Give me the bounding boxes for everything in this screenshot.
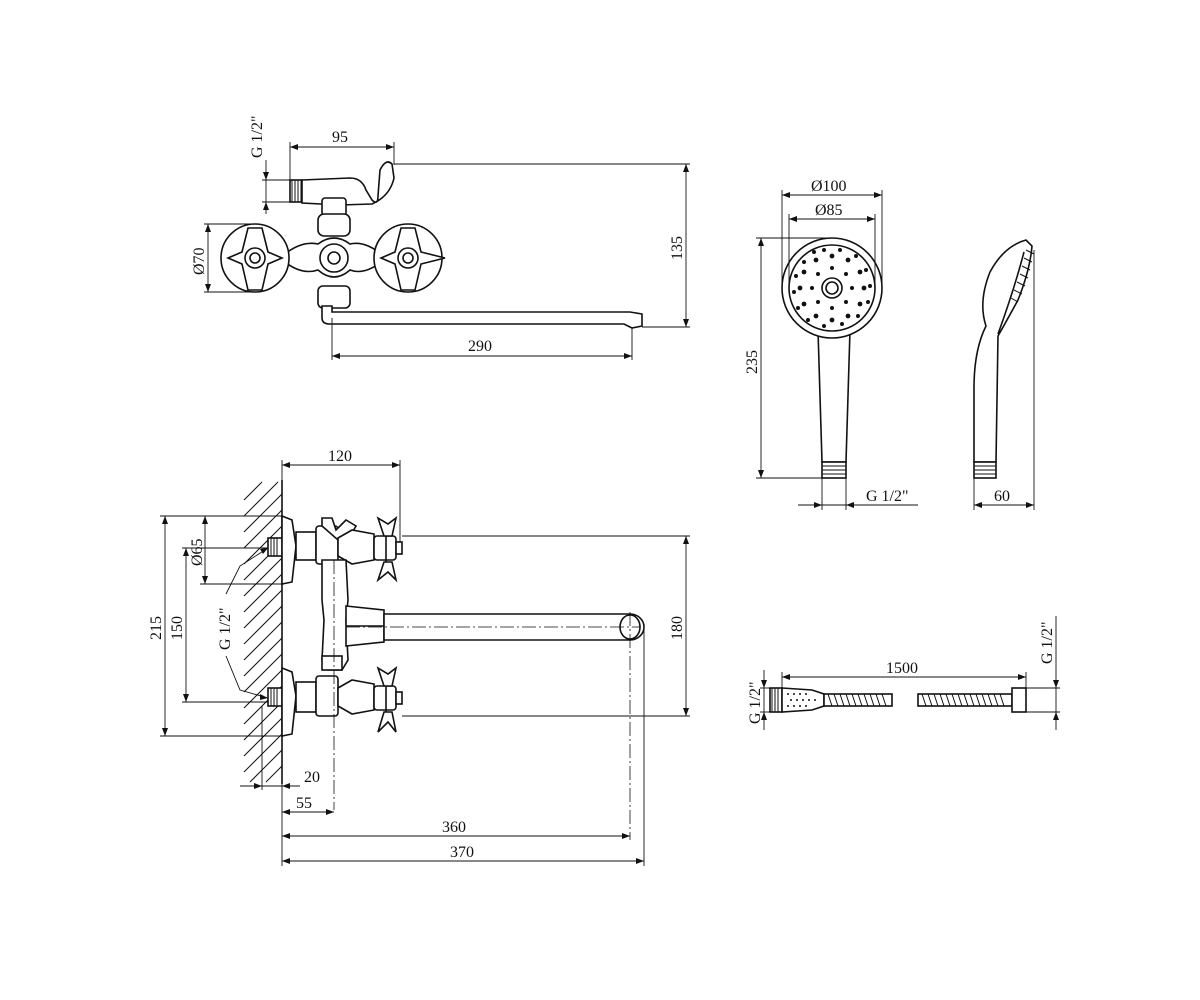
shower-head-front: Ø100 Ø85 235 G 1/2" <box>744 178 918 510</box>
front-flange-dia-label: Ø65 <box>189 538 206 566</box>
top-inlet-thread <box>289 179 303 203</box>
head-side-width-label: 60 <box>994 488 1010 505</box>
front-spout-h-label: 180 <box>669 616 686 640</box>
top-spout-label: 290 <box>468 338 492 355</box>
upper-cross-handle <box>337 516 403 583</box>
wall-hatch <box>243 480 283 784</box>
front-central-body <box>321 559 349 671</box>
hose-thread-left-label: G 1/2" <box>747 681 764 724</box>
top-right-handle <box>373 223 446 293</box>
lower-inlet <box>267 655 343 737</box>
top-view: G 1/2" 95 Ø70 135 <box>191 115 690 360</box>
hose-thread-right-label: G 1/2" <box>1039 621 1056 664</box>
top-handle-dia-label: Ø70 <box>191 247 208 275</box>
front-total-h-label: 215 <box>148 616 165 640</box>
front-offset-55-label: 55 <box>296 795 312 812</box>
top-height-label: 135 <box>669 236 686 260</box>
top-left-handle <box>220 223 290 293</box>
front-offset-20-label: 20 <box>304 769 320 786</box>
hose-length-label: 1500 <box>886 660 918 677</box>
front-inlet-spacing-label: 150 <box>169 616 186 640</box>
top-width-label: 95 <box>332 129 348 146</box>
top-dimensions: G 1/2" 95 Ø70 135 <box>191 115 690 360</box>
top-spout <box>321 305 643 329</box>
front-thread-label: G 1/2" <box>217 607 234 650</box>
front-len-360-label: 360 <box>442 819 466 836</box>
front-view: 120 Ø65 G 1/2" 215 <box>148 448 690 866</box>
shower-head-side: 60 <box>973 239 1035 510</box>
front-dimensions: 120 Ø65 G 1/2" 215 <box>148 448 690 866</box>
front-top-label: 120 <box>328 448 352 465</box>
head-length-label: 235 <box>744 350 761 374</box>
lower-cross-handle <box>337 666 403 733</box>
head-thread-label: G 1/2" <box>866 488 909 505</box>
hose-coils <box>827 693 1005 707</box>
top-thread-label: G 1/2" <box>249 115 266 158</box>
hose-cone-mesh <box>787 693 816 707</box>
shower-hose: 1500 G 1/2" G 1/2" <box>747 616 1060 730</box>
shower-nozzles <box>792 248 872 328</box>
top-mixer-body <box>301 161 395 206</box>
head-dia-outer-label: Ø100 <box>811 178 847 195</box>
front-len-370-label: 370 <box>450 844 474 861</box>
head-dia-inner-label: Ø85 <box>815 202 843 219</box>
